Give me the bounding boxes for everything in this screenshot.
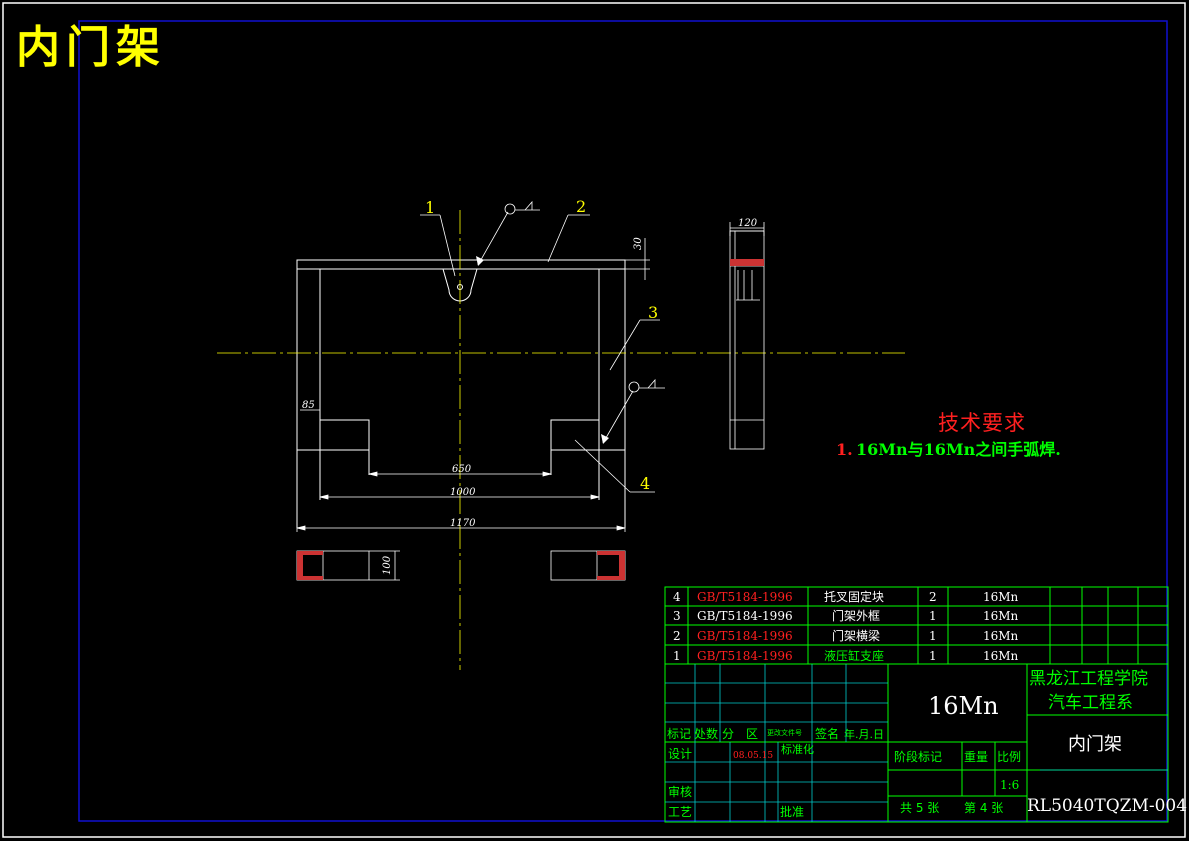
parts-list: 4 GB/T5184-1996 托叉固定块 2 16Mn 3 GB/T5184-… <box>673 589 1019 663</box>
label-date: 年.月.日 <box>844 727 884 741</box>
fork-block-right <box>550 419 600 451</box>
dim-100: 100 <box>382 555 393 575</box>
callout-1: 1 <box>425 198 435 217</box>
part-material: 16Mn <box>983 629 1019 643</box>
sheets-total: 共 5 张 <box>900 801 939 815</box>
section-views <box>296 550 626 581</box>
label-design: 设计 <box>668 747 692 761</box>
svg-text:1: 1 <box>929 609 937 623</box>
design-date: 08.05.15 <box>733 751 773 761</box>
dim-1170: 1170 <box>450 518 476 529</box>
part-name: 门架外框 <box>832 608 880 623</box>
section-hatch <box>297 551 625 580</box>
parts-row: 4 GB/T5184-1996 托叉固定块 2 16Mn <box>673 589 1019 604</box>
part-code: GB/T5184-1996 <box>697 649 793 663</box>
scale-value: 1:6 <box>1000 778 1019 792</box>
part-code: GB/T5184-1996 <box>697 629 793 643</box>
part-name: 托叉固定块 <box>824 589 884 604</box>
side-view <box>729 222 765 450</box>
label-approve: 批准 <box>780 804 804 819</box>
fork-block-left <box>319 419 370 451</box>
label-process: 工艺 <box>668 805 692 819</box>
label-mark: 标记 <box>667 727 691 741</box>
part-code: GB/T5184-1996 <box>697 590 793 604</box>
part-material: 16Mn <box>983 590 1019 604</box>
drawing-number: RL5040TQZM-004 <box>1027 796 1187 816</box>
drawing-name: 内门架 <box>1068 734 1122 755</box>
title-block-text: 16Mn 黑龙江工程学院 汽车工程系 内门架 RL5040TQZM-004 1:… <box>667 669 1187 819</box>
dimension-lines <box>296 238 650 532</box>
parts-row: 3 GB/T5184-1996 门架外框 1 16Mn <box>673 608 1019 623</box>
svg-text:4: 4 <box>673 590 681 604</box>
part-material: 16Mn <box>983 649 1019 663</box>
part-name: 液压缸支座 <box>824 648 884 663</box>
title-block <box>664 586 1169 823</box>
svg-text:3: 3 <box>673 609 681 623</box>
center-lines <box>217 210 905 670</box>
side-hatch <box>730 259 764 266</box>
label-change-doc: 更改文件号 <box>767 728 802 737</box>
dim-30: 30 <box>633 237 644 250</box>
label-ratio: 比例 <box>997 750 1021 764</box>
tech-req-number: 1. <box>836 440 853 459</box>
dim-1000: 1000 <box>450 487 476 498</box>
dim-120: 120 <box>738 218 758 229</box>
svg-text:1: 1 <box>929 629 937 643</box>
label-stage: 阶段标记 <box>894 749 942 764</box>
parts-row: 2 GB/T5184-1996 门架横梁 1 16Mn <box>673 628 1019 643</box>
part-material: 16Mn <box>983 609 1019 623</box>
parts-row: 1 GB/T5184-1996 液压缸支座 1 16Mn <box>673 648 1019 663</box>
leader-lines <box>420 200 665 493</box>
svg-text:2: 2 <box>673 629 681 643</box>
label-weight: 重量 <box>964 750 988 764</box>
callout-4: 4 <box>640 474 650 493</box>
tech-req-text: 16Mn与16Mn之间手弧焊. <box>856 440 1061 459</box>
part-code: GB/T5184-1996 <box>697 609 793 623</box>
label-sign: 签名 <box>815 726 839 741</box>
tech-req-heading: 技术要求 <box>938 411 1026 435</box>
top-beam <box>296 259 626 270</box>
part-name: 门架横梁 <box>832 628 880 643</box>
label-zone: 分 区 <box>722 727 758 741</box>
label-standardize: 标准化 <box>781 742 814 756</box>
drawing-frame <box>78 20 1168 822</box>
callout-2: 2 <box>576 197 586 216</box>
callout-3: 3 <box>648 303 658 322</box>
label-review: 审核 <box>668 784 692 799</box>
front-view <box>296 259 626 528</box>
drawing-title: 内门架 <box>16 22 166 73</box>
svg-text:1: 1 <box>929 649 937 663</box>
svg-text:2: 2 <box>929 590 937 604</box>
label-count: 处数 <box>694 726 718 741</box>
department-name: 汽车工程系 <box>1048 693 1133 713</box>
material-label: 16Mn <box>928 692 999 720</box>
dim-85: 85 <box>302 400 315 411</box>
svg-text:1: 1 <box>673 649 681 663</box>
dim-650: 650 <box>452 464 472 475</box>
sheet-number: 第 4 张 <box>964 801 1003 815</box>
school-name: 黑龙江工程学院 <box>1029 669 1148 689</box>
